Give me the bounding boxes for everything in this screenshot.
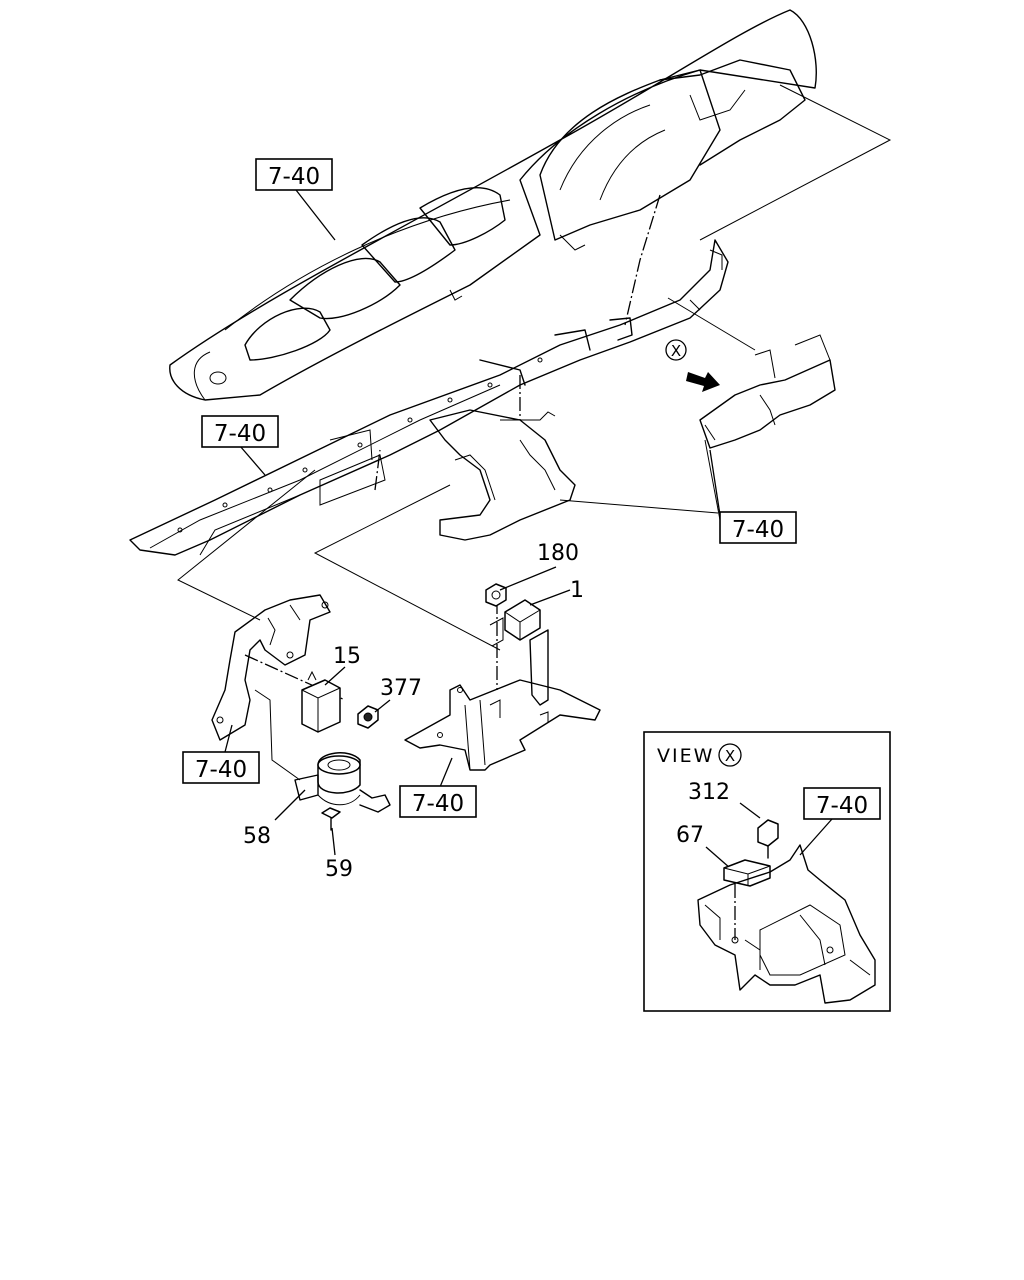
cross-beam: [129, 239, 729, 556]
svg-text:7-40: 7-40: [732, 517, 784, 543]
svg-text:7-40: 7-40: [195, 757, 247, 783]
svg-text:7-40: 7-40: [214, 421, 266, 447]
ref-box-top: 7-40: [255, 158, 333, 191]
ref-box-left: 7-40: [201, 415, 279, 448]
svg-text:X: X: [671, 342, 681, 360]
svg-text:7-40: 7-40: [816, 793, 868, 819]
svg-text:7-40: 7-40: [268, 164, 320, 190]
part-180-nut: [485, 583, 507, 607]
svg-text:7-40: 7-40: [412, 791, 464, 817]
instrument-panel: [169, 9, 817, 401]
part-15-module: [301, 670, 341, 733]
part-1-module: [489, 599, 541, 647]
label-part-67: 67: [676, 823, 704, 848]
label-part-312: 312: [688, 780, 730, 805]
label-part-377: 377: [380, 676, 422, 701]
ref-box-bottom-mid: 7-40: [399, 785, 477, 818]
assembly-lines: [177, 84, 892, 781]
right-bracket: [699, 334, 836, 449]
label-part-1: 1: [570, 578, 584, 603]
label-part-58: 58: [243, 824, 271, 849]
part-59-screw: [321, 807, 341, 831]
view-label: VIEW: [657, 745, 714, 767]
floor-bracket: [404, 629, 601, 771]
left-bracket: [211, 594, 331, 741]
ref-box-view: 7-40: [803, 787, 881, 820]
svg-text:X: X: [725, 747, 735, 765]
part-377-nut: [357, 705, 379, 729]
label-part-15: 15: [333, 644, 361, 669]
label-part-59: 59: [325, 857, 353, 882]
leader-lines: [224, 189, 721, 856]
x-marker: X: [665, 339, 687, 361]
ref-box-bottom-left: 7-40: [182, 751, 260, 784]
ref-box-right: 7-40: [719, 511, 797, 544]
label-part-180: 180: [537, 541, 579, 566]
direction-arrow-icon: [686, 372, 720, 392]
part-58-buzzer: [294, 752, 391, 813]
view-x-inset: VIEW X 7-40 312 67: [643, 731, 891, 1012]
